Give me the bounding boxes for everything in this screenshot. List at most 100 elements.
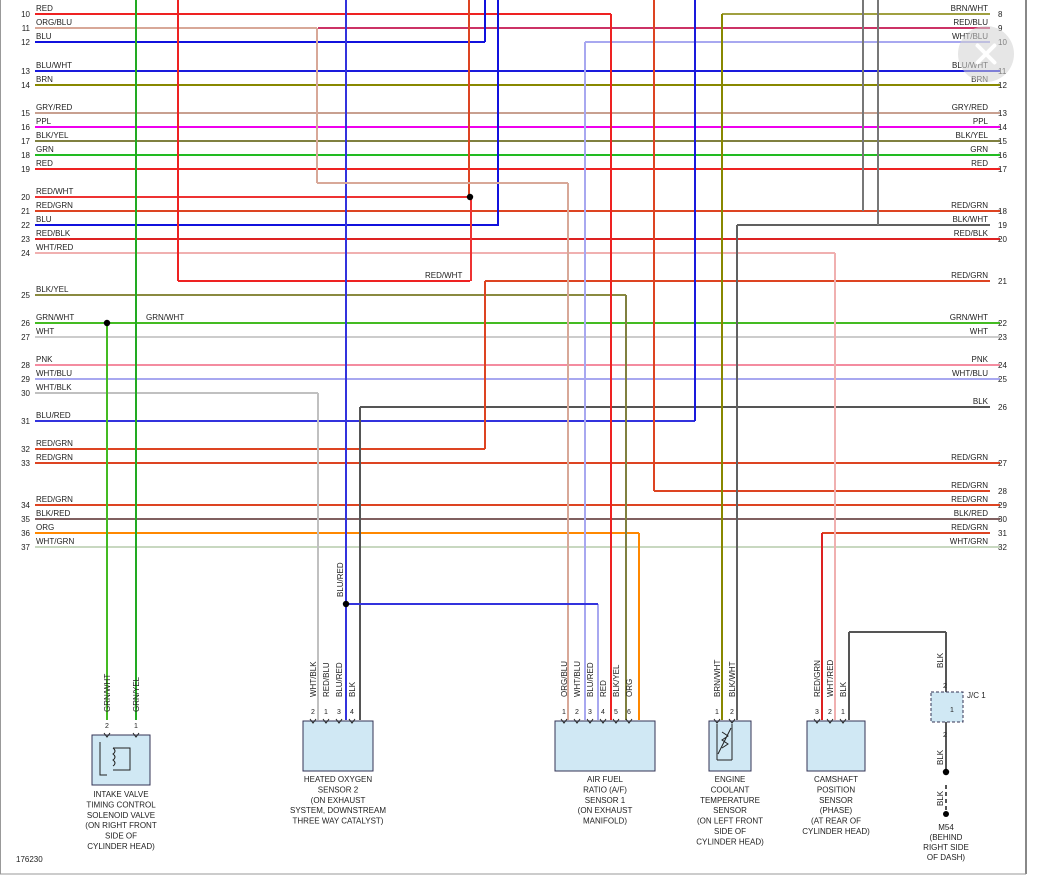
component-pin-wire-label: BLU/RED bbox=[586, 662, 595, 697]
component-label-line: SENSOR bbox=[713, 806, 747, 815]
pin-terminal bbox=[573, 718, 581, 724]
right-wire-label: RED/GRN bbox=[951, 495, 988, 504]
component-body bbox=[91, 734, 151, 786]
left-wire-label: RED bbox=[36, 4, 53, 13]
left-pin-number: 21 bbox=[21, 207, 30, 216]
component-pin-number: 2 bbox=[828, 709, 832, 716]
splice-dot bbox=[103, 319, 111, 327]
close-icon[interactable] bbox=[958, 26, 1014, 82]
right-pin-number: 31 bbox=[998, 529, 1007, 538]
left-wire-label: WHT/GRN bbox=[36, 537, 74, 546]
left-wire-label: WHT/BLK bbox=[36, 383, 72, 392]
right-pin-number: 8 bbox=[998, 10, 1003, 19]
left-pin-number: 16 bbox=[21, 123, 30, 132]
left-wire-label: WHT/RED bbox=[36, 243, 74, 252]
component-label-line: INTAKE VALVE bbox=[93, 790, 148, 799]
right-wire-label: RED bbox=[971, 159, 988, 168]
right-pin-number: 15 bbox=[998, 137, 1007, 146]
component-pin-number: 5 bbox=[614, 709, 618, 716]
left-pin-number: 27 bbox=[21, 333, 30, 342]
left-wire-label: BLK/RED bbox=[36, 509, 70, 518]
inline-label-red-wht: RED/WHT bbox=[425, 271, 462, 280]
component-label-line: ENGINE bbox=[715, 775, 746, 784]
component-body bbox=[554, 720, 656, 772]
left-wire-label: PNK bbox=[36, 355, 53, 364]
component-label-line: (ON LEFT FRONT bbox=[697, 817, 763, 826]
pin-terminal bbox=[612, 718, 620, 724]
right-wire-label: RED/BLU bbox=[953, 18, 988, 27]
splice-dot bbox=[466, 193, 474, 201]
component-label-line: TIMING CONTROL bbox=[86, 800, 156, 809]
right-pin-number: 19 bbox=[998, 221, 1007, 230]
component-label-line: THREE WAY CATALYST) bbox=[293, 817, 384, 826]
left-wire-label: RED/GRN bbox=[36, 439, 73, 448]
component-label-line: (PHASE) bbox=[820, 806, 853, 815]
right-pin-number: 14 bbox=[998, 123, 1007, 132]
left-wire-label: BLK/YEL bbox=[36, 285, 69, 294]
left-pin-number: 12 bbox=[21, 38, 30, 47]
right-wire-label: BLK/WHT bbox=[952, 215, 988, 224]
component-label-line: TEMPERATURE bbox=[700, 796, 760, 805]
component-label-line: SENSOR 1 bbox=[585, 796, 626, 805]
left-pin-number: 19 bbox=[21, 165, 30, 174]
right-wire-label: BLK/RED bbox=[954, 509, 988, 518]
left-pin-number: 26 bbox=[21, 319, 30, 328]
ground-wire-label: BLK bbox=[936, 749, 945, 765]
thermistor-symbol bbox=[716, 724, 733, 761]
left-wire-label: GRN/WHT bbox=[36, 313, 74, 322]
left-pin-number: 31 bbox=[21, 417, 30, 426]
component-pin-number: 1 bbox=[134, 723, 138, 730]
junction-pin-number: 2 bbox=[943, 683, 947, 690]
left-pin-number: 28 bbox=[21, 361, 30, 370]
left-pin-number: 37 bbox=[21, 543, 30, 552]
pin-terminal bbox=[322, 718, 330, 724]
left-wire-label: GRN bbox=[36, 145, 54, 154]
inline-label-grn-wht: GRN/WHT bbox=[146, 313, 184, 322]
junction-pin-number: 2 bbox=[943, 732, 947, 739]
component-pin-number: 1 bbox=[715, 709, 719, 716]
component-pin-number: 6 bbox=[627, 709, 631, 716]
right-pin-number: 28 bbox=[998, 487, 1007, 496]
pin-terminal bbox=[132, 732, 140, 738]
left-wire-label: BRN bbox=[36, 75, 53, 84]
right-wire-label: PPL bbox=[973, 117, 989, 126]
left-pin-number: 23 bbox=[21, 235, 30, 244]
right-pin-number: 9 bbox=[998, 24, 1003, 33]
left-wire-label: RED/GRN bbox=[36, 201, 73, 210]
pin-terminal bbox=[839, 718, 847, 724]
pin-terminal bbox=[335, 718, 343, 724]
component-label-line: (BEHIND bbox=[930, 833, 963, 842]
component-label-line: COOLANT bbox=[711, 785, 750, 794]
right-pin-number: 17 bbox=[998, 165, 1007, 174]
component-label-line: MANIFOLD) bbox=[583, 817, 627, 826]
right-pin-number: 22 bbox=[998, 319, 1007, 328]
component-label-line: (ON EXHAUST bbox=[578, 806, 633, 815]
left-wire-label: BLK/YEL bbox=[36, 131, 69, 140]
left-wire-label: BLU bbox=[36, 32, 52, 41]
component-camshaft-position-sensor: 3RED/GRN2WHT/RED1BLKCAMSHAFTPOSITIONSENS… bbox=[802, 659, 870, 836]
component-pin-wire-label: BRN/WHT bbox=[713, 660, 722, 697]
pin-terminal bbox=[728, 718, 736, 724]
left-pin-number: 18 bbox=[21, 151, 30, 160]
component-label-line: CYLINDER HEAD) bbox=[802, 827, 870, 836]
left-pin-number: 25 bbox=[21, 291, 30, 300]
left-pin-number: 17 bbox=[21, 137, 30, 146]
left-pin-number: 33 bbox=[21, 459, 30, 468]
pin-terminal bbox=[826, 718, 834, 724]
pin-terminal bbox=[560, 718, 568, 724]
right-wire-label: BLK bbox=[973, 397, 989, 406]
component-pin-number: 1 bbox=[841, 709, 845, 716]
junction-connector bbox=[930, 691, 964, 723]
left-wire-label: RED/BLK bbox=[36, 229, 71, 238]
component-label-line: POSITION bbox=[817, 785, 855, 794]
component-pin-wire-label: BLU/RED bbox=[335, 662, 344, 697]
right-wire-label: WHT/GRN bbox=[950, 537, 988, 546]
component-label-line: HEATED OXYGEN bbox=[304, 775, 373, 784]
component-label-line: (ON EXHAUST bbox=[311, 796, 366, 805]
component-label-line: SIDE OF bbox=[105, 832, 137, 841]
left-pin-number: 35 bbox=[21, 515, 30, 524]
pin-terminal bbox=[309, 718, 317, 724]
component-pin-wire-label: BLK bbox=[348, 681, 357, 697]
left-pin-number: 20 bbox=[21, 193, 30, 202]
